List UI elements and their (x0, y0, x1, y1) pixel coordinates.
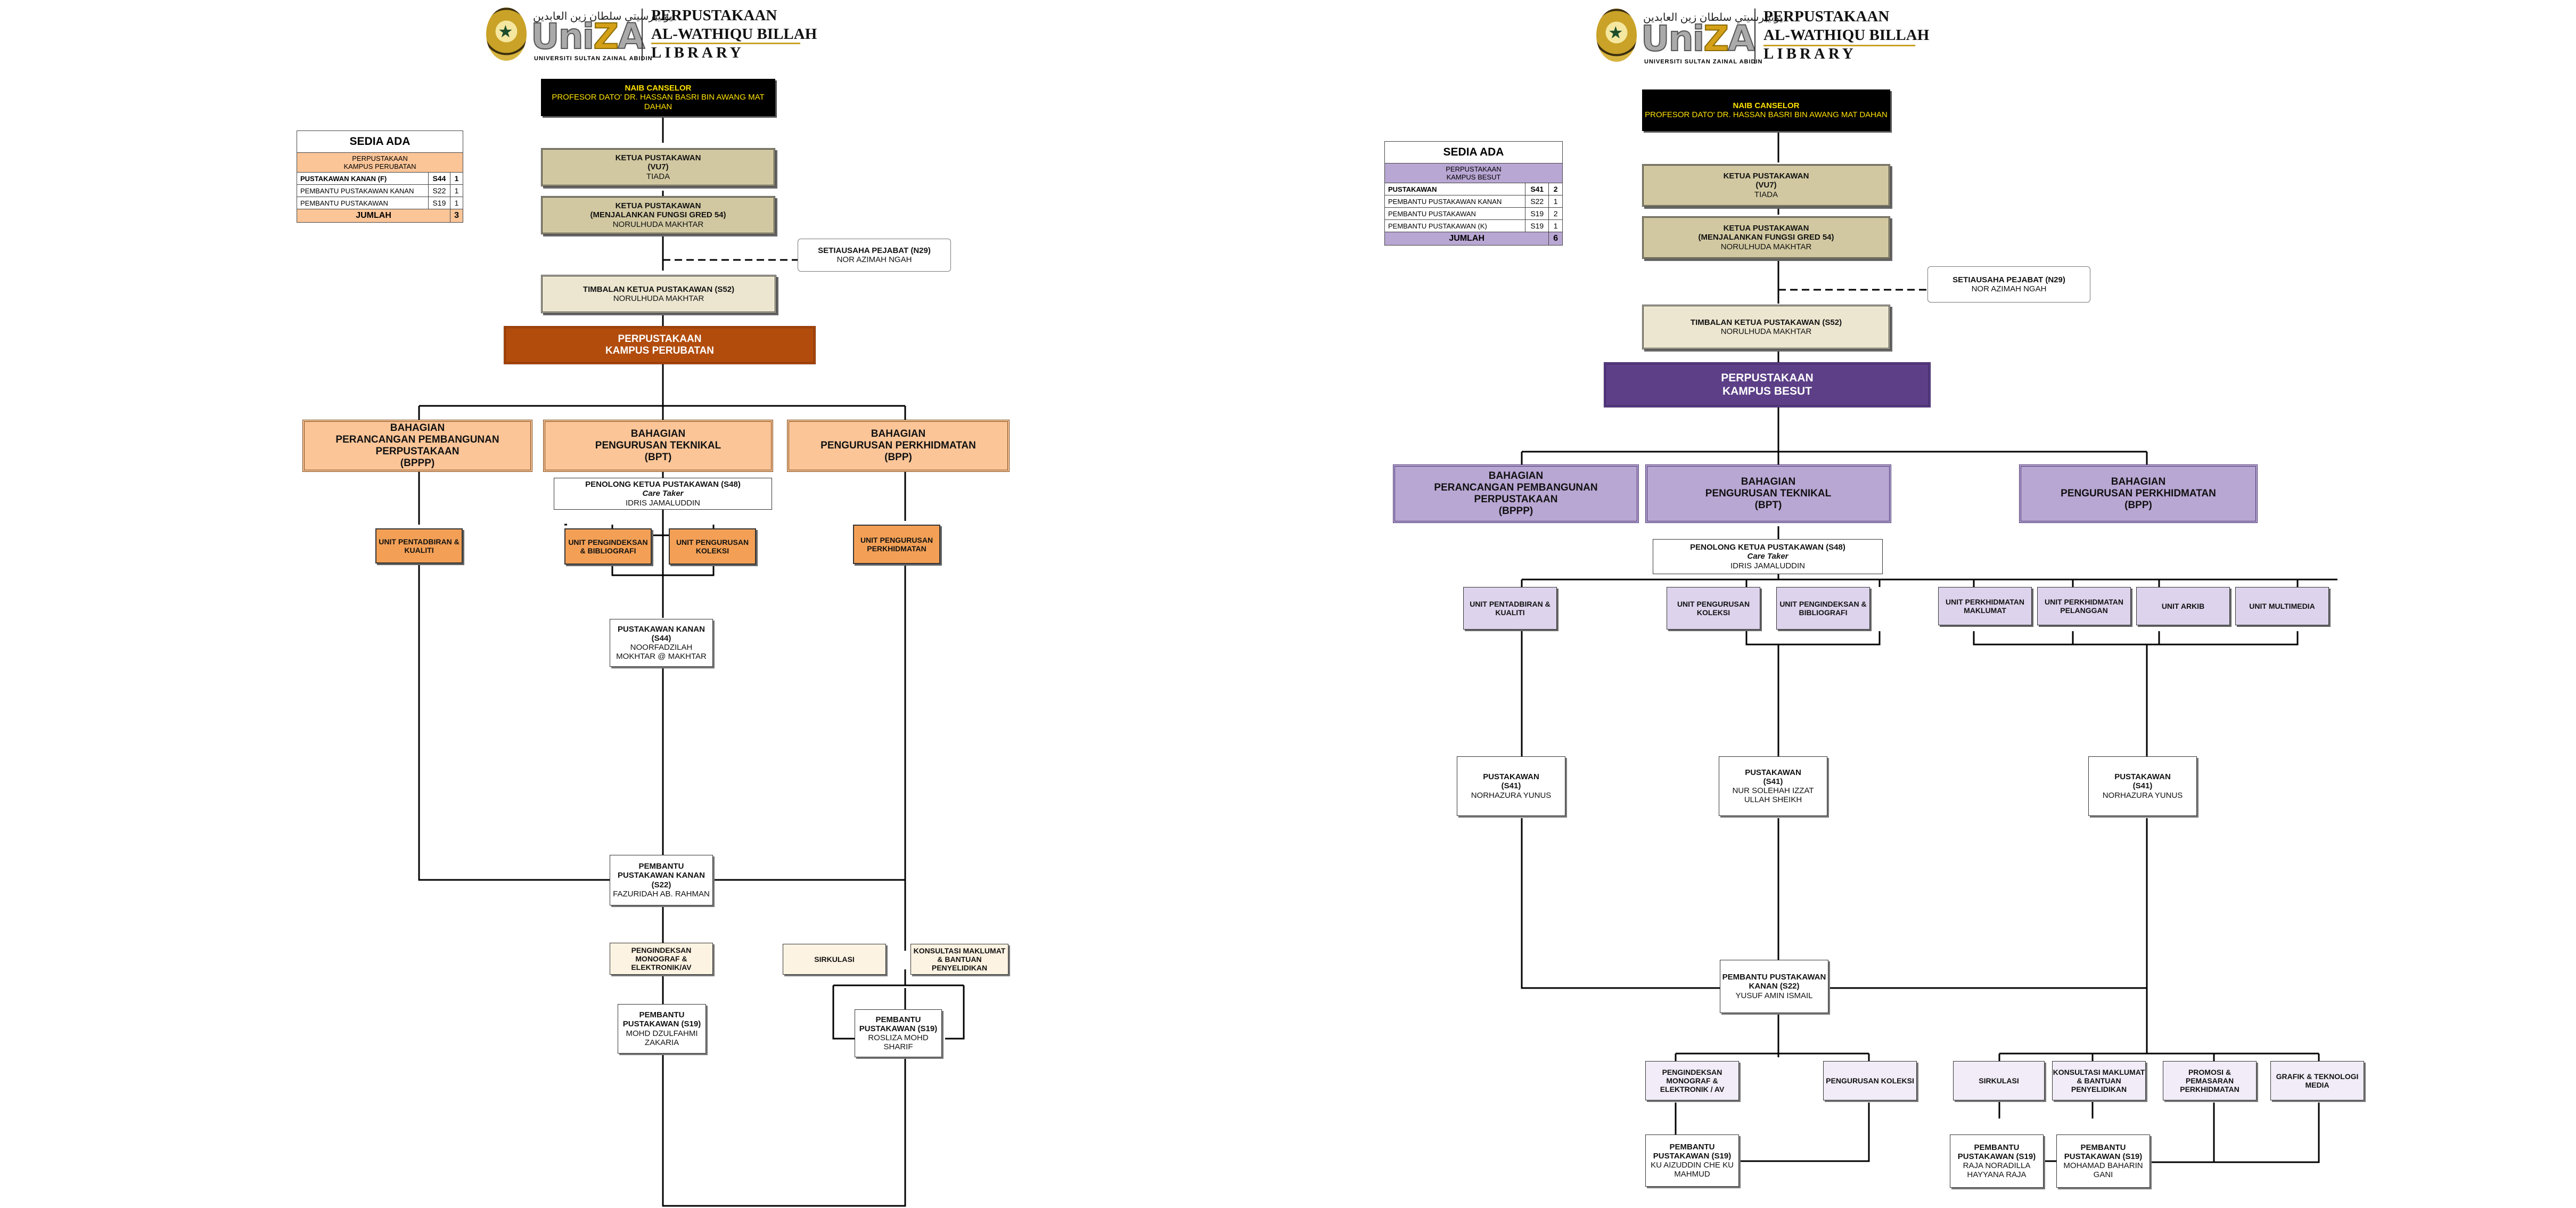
section-pengindeksan-monograf: PENGINDEKSAN MONOGRAF & ELEKTRONIK/AV (610, 943, 713, 975)
pustakawan-box: PUSTAKAWAN(S41)NUR SOLEHAH IZZAT ULLAH S… (1719, 756, 1827, 816)
unit-pengurusan-perkhidmatan: UNIT PENGURUSAN PERKHIDMATAN (853, 525, 940, 564)
logo-arabic-text: يونيبرسيتي سلطان زين العابدين (1643, 12, 1783, 23)
pembantu-pustakawan-box: PEMBANTU PUSTAKAWAN (S19)KU AIZUDDIN CHE… (1645, 1134, 1739, 1187)
logo-wordmark: UniZA (530, 15, 645, 58)
section-konsultasi: KONSULTASI MAKLUMAT & BANTUAN PENYELIDIK… (910, 944, 1008, 975)
logo-university-name: UNIVERSITI SULTAN ZAINAL ABIDIN (534, 55, 653, 62)
pembantu-pustakawan-kanan-box: PEMBANTU PUSTAKAWAN KANAN (S22)FAZURIDAH… (610, 855, 713, 905)
ketua-pustakawan-vu7-box: KETUA PUSTAKAWAN(VU7)TIADA (1642, 164, 1890, 207)
penolong-ketua-box: PENOLONG KETUA PUSTAKAWAN (S48)Care Take… (1653, 539, 1883, 574)
unit-pengindeksan-bibliografi: UNIT PENGINDEKSAN & BIBLIOGRAFI (564, 528, 652, 565)
staff-table-right: SEDIA ADA PERPUSTAKAAN KAMPUS BESUT PUST… (1384, 141, 1563, 246)
unit-pengurusan-koleksi: UNIT PENGURUSAN KOLEKSI (669, 528, 756, 565)
unit-pentadbiran-kualiti: UNIT PENTADBIRAN & KUALITI (375, 528, 463, 564)
section-grafik-teknologi-media: GRAFIK & TEKNOLOGI MEDIA (2270, 1061, 2364, 1100)
section-sirkulasi: SIRKULASI (1953, 1061, 2045, 1100)
setiausaha-pejabat-box: SETIAUSAHA PEJABAT (N29)NOR AZIMAH NGAH (798, 239, 951, 272)
logo-university-name: UNIVERSITI SULTAN ZAINAL ABIDIN (1644, 59, 1763, 65)
penolong-ketua-box: PENOLONG KETUA PUSTAKAWAN (S48)Care Take… (554, 478, 772, 510)
unit-arkib: UNIT ARKIB (2136, 587, 2230, 625)
section-konsultasi: KONSULTASI MAKLUMAT & BANTUAN PENYELIDIK… (2052, 1061, 2146, 1100)
staff-table-left: SEDIA ADA PERPUSTAKAAN KAMPUS PERUBATAN … (296, 130, 463, 223)
unit-perkhidmatan-maklumat: UNIT PERKHIDMATAN MAKLUMAT (1938, 587, 2032, 625)
unisza-library-logo-right: يونيبرسيتي سلطان زين العابدين UniZA UNIV… (1592, 4, 1930, 67)
table-subtitle: PERPUSTAKAAN KAMPUS BESUT (1384, 163, 1563, 183)
section-sirkulasi: SIRKULASI (783, 944, 886, 975)
ketua-pustakawan-gred54-box: KETUA PUSTAKAWAN(MENJALANKAN FUNGSI GRED… (541, 196, 775, 234)
unisza-emblem-icon (486, 7, 527, 61)
section-pengindeksan-monograf: PENGINDEKSAN MONOGRAF & ELEKTRONIK / AV (1645, 1061, 1739, 1100)
logo-wordmark: UniZA (1640, 18, 1755, 60)
section-pengurusan-koleksi: PENGURUSAN KOLEKSI (1823, 1061, 1917, 1100)
unit-multimedia: UNIT MULTIMEDIA (2235, 587, 2329, 625)
pembantu-pustakawan-box: PEMBANTU PUSTAKAWAN (S19)RAJA NORADILLA … (1950, 1134, 2044, 1188)
table-title: SEDIA ADA (297, 130, 463, 153)
unisza-library-logo-left: يونيبرسيتي سلطان زين العابدين UniZA UNIV… (482, 4, 817, 63)
pembantu-pustakawan-box: PEMBANTU PUSTAKAWAN (S19)MOHAMAD BAHARIN… (2056, 1134, 2150, 1188)
pembantu-pustakawan-kanan-box: PEMBANTU PUSTAKAWAN KANAN (S22)YUSUF AMI… (1720, 960, 1828, 1013)
unit-pentadbiran-kualiti: UNIT PENTADBIRAN & KUALITI (1463, 587, 1557, 630)
pustakawan-kanan-box: PUSTAKAWAN KANAN(S44)NOORFADZILAH MOKHTA… (610, 619, 713, 667)
table-subtitle: PERPUSTAKAAN KAMPUS PERUBATAN (297, 152, 463, 173)
section-promosi-pemasaran: PROMOSI & PEMASARAN PERKHIDMATAN (2163, 1061, 2257, 1100)
ketua-pustakawan-vu7-box: KETUA PUSTAKAWAN(VU7)TIADA (541, 148, 775, 186)
pustakawan-box: PUSTAKAWAN(S41)NORHAZURA YUNUS (1457, 756, 1565, 816)
logo-arabic-text: يونيبرسيتي سلطان زين العابدين (533, 11, 673, 22)
pembantu-pustakawan-box: PEMBANTU PUSTAKAWAN (S19)ROSLIZA MOHD SH… (855, 1009, 942, 1057)
unit-perkhidmatan-pelanggan: UNIT PERKHIDMATAN PELANGGAN (2037, 587, 2131, 625)
unit-pengindeksan-bibliografi: UNIT PENGINDEKSAN & BIBLIOGRAFI (1776, 587, 1870, 630)
pembantu-pustakawan-box: PEMBANTU PUSTAKAWAN (S19)MOHD DZULFAHMI … (618, 1004, 706, 1054)
pustakawan-box: PUSTAKAWAN(S41)NORHAZURA YUNUS (2088, 756, 2197, 816)
ketua-pustakawan-gred54-box: KETUA PUSTAKAWAN(MENJALANKAN FUNGSI GRED… (1642, 216, 1890, 259)
setiausaha-pejabat-box: SETIAUSAHA PEJABAT (N29)NOR AZIMAH NGAH (1927, 266, 2090, 303)
table-title: SEDIA ADA (1384, 141, 1563, 164)
unisza-emblem-icon (1596, 9, 1637, 62)
timbalan-ketua-box: TIMBALAN KETUA PUSTAKAWAN (S52)NORULHUDA… (541, 275, 776, 313)
timbalan-ketua-box: TIMBALAN KETUA PUSTAKAWAN (S52)NORULHUDA… (1642, 305, 1890, 349)
unit-pengurusan-koleksi: UNIT PENGURUSAN KOLEKSI (1667, 587, 1760, 630)
